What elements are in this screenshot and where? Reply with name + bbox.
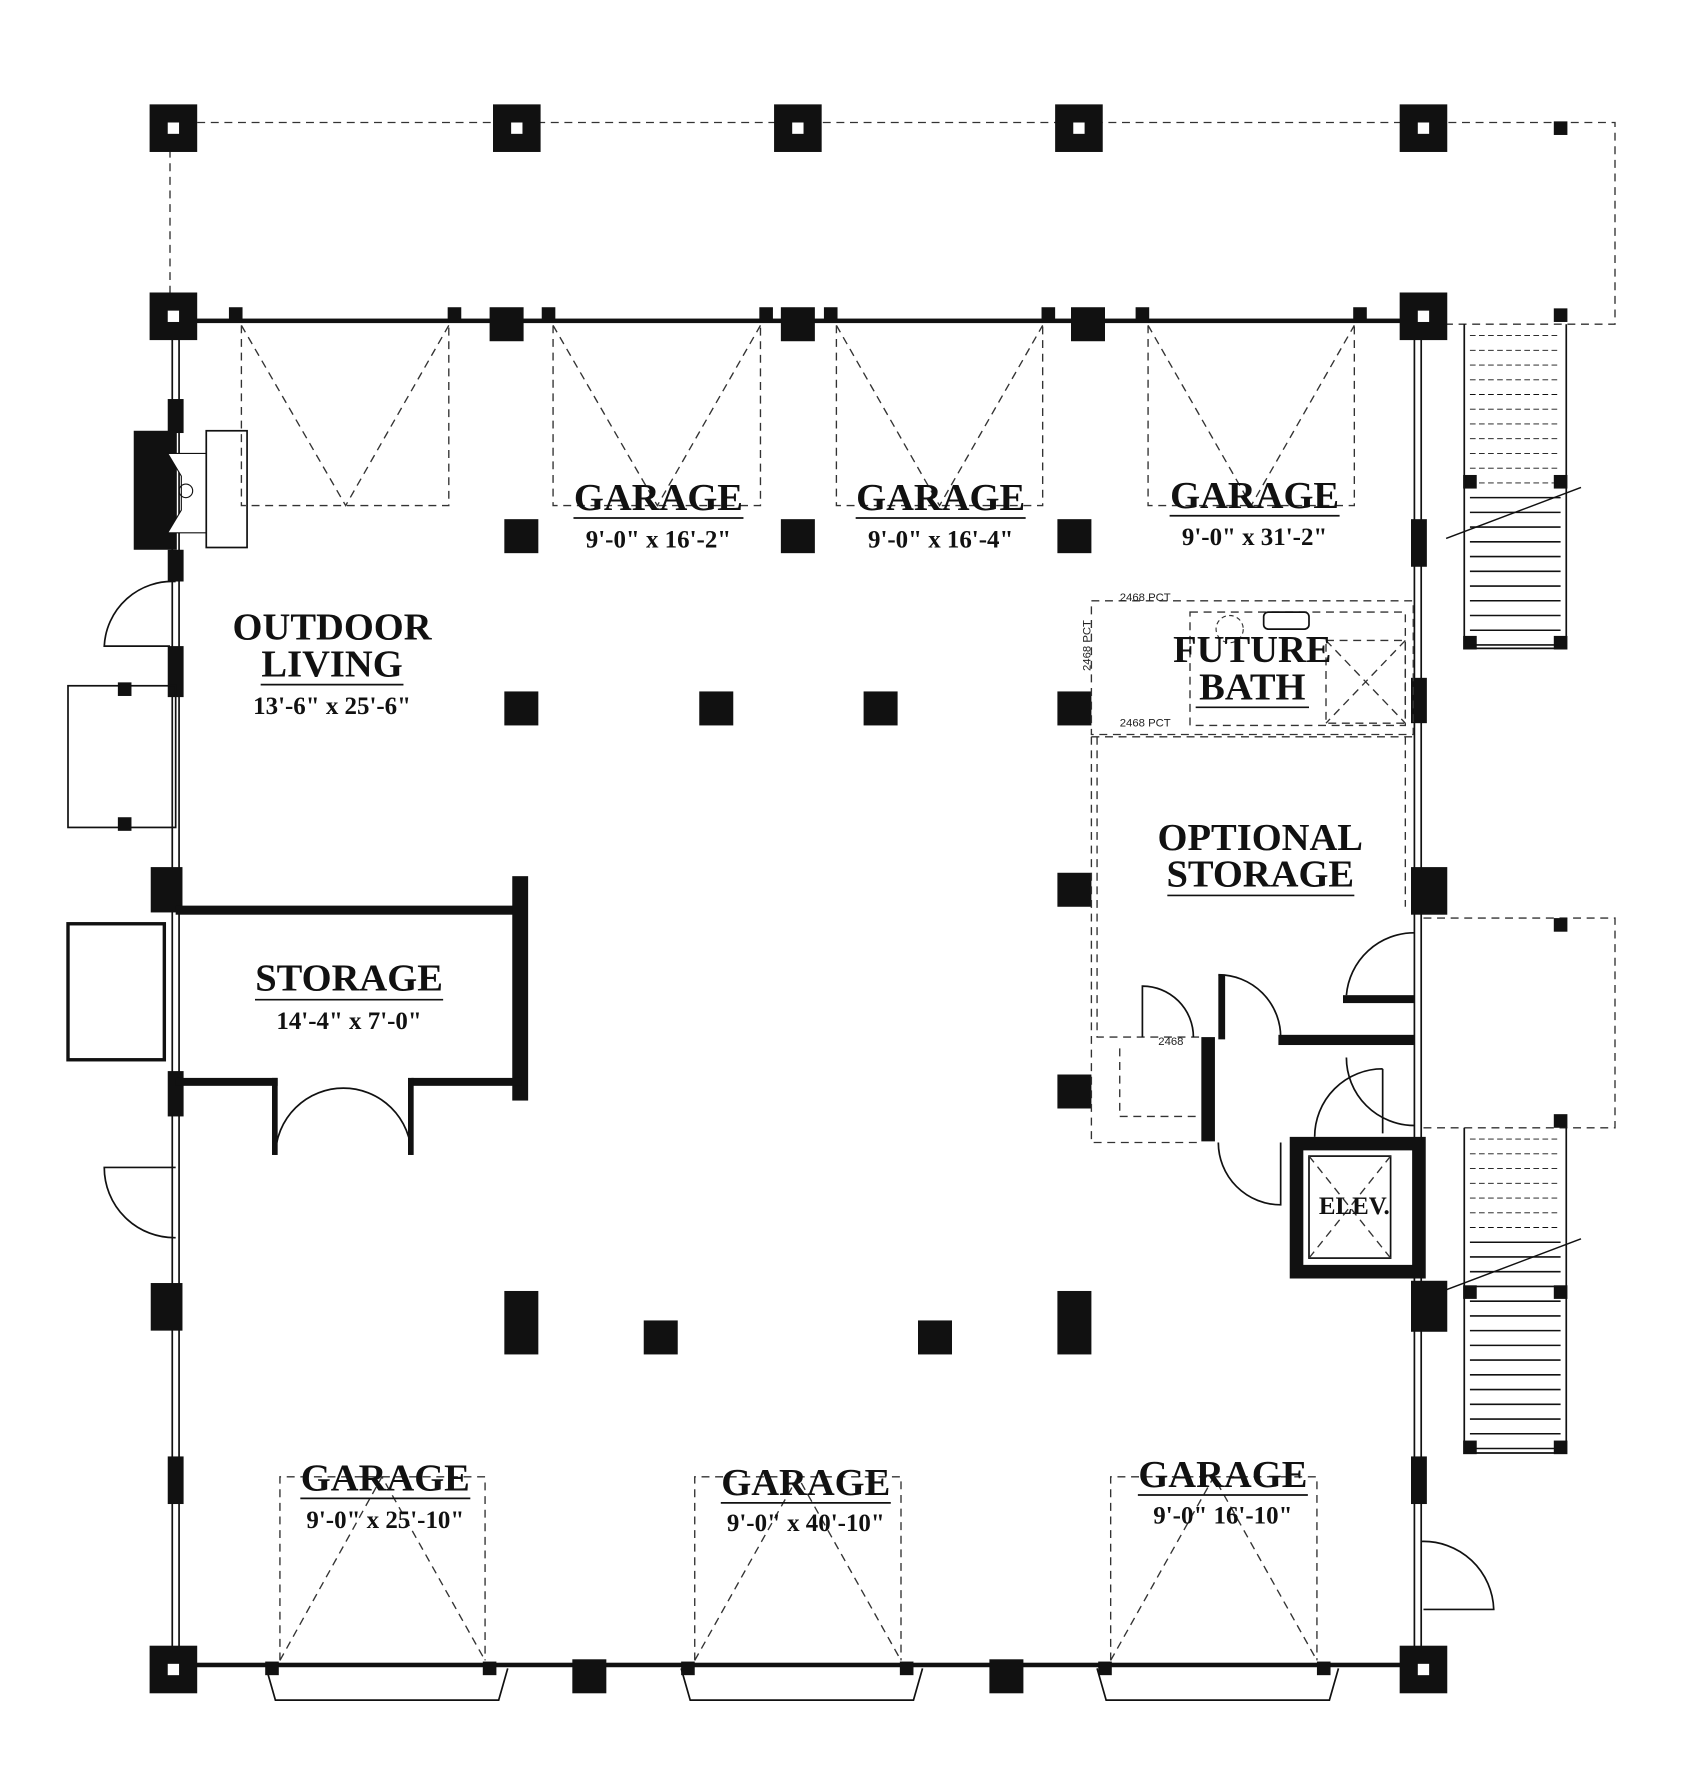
garage-bottom-1-label: GARAGE xyxy=(301,1457,470,1499)
post xyxy=(1553,474,1568,489)
column xyxy=(504,691,539,726)
post xyxy=(1463,474,1477,489)
garage-doors-top xyxy=(240,325,1356,507)
garage-top-2-size: 9'-0" x 16'-4" xyxy=(868,527,1013,554)
post xyxy=(1135,307,1150,321)
post xyxy=(482,1661,497,1676)
right-door[interactable] xyxy=(1421,1540,1495,1611)
elevator xyxy=(1289,1136,1426,1279)
post xyxy=(1553,1440,1568,1455)
left-door-2[interactable] xyxy=(103,1166,176,1239)
column xyxy=(1057,691,1092,726)
garage-top-3-label: GARAGE xyxy=(1170,475,1339,517)
column xyxy=(1071,307,1105,342)
column xyxy=(699,691,734,726)
column xyxy=(780,307,815,342)
elevator-label: ELEV. xyxy=(1319,1193,1390,1220)
post xyxy=(1463,1440,1477,1455)
bath-window-side-note: 2468 PCT xyxy=(1081,620,1093,671)
future-bath-label-1: FUTURE xyxy=(1173,629,1331,671)
post xyxy=(681,1661,695,1676)
column xyxy=(1057,872,1092,907)
bath-window-top-note: 2468 PCT xyxy=(1120,592,1171,604)
outdoor-living-label-1: OUTDOOR xyxy=(233,606,433,648)
post xyxy=(541,307,556,321)
column xyxy=(918,1320,952,1355)
garage-bottom-3-size: 9'-0" 16'-10" xyxy=(1153,1502,1292,1529)
garage-bottom-2-label: GARAGE xyxy=(721,1462,890,1504)
post xyxy=(1553,918,1568,932)
storage-walls xyxy=(175,876,529,1155)
post xyxy=(1553,308,1568,322)
storage-label: STORAGE xyxy=(255,958,443,1000)
post xyxy=(1098,1661,1112,1676)
column xyxy=(572,1659,607,1694)
room-labels: GARAGE 9'-0" x 16'-2" GARAGE 9'-0" x 16'… xyxy=(233,475,1390,1537)
column xyxy=(489,307,524,342)
post xyxy=(265,1661,279,1676)
optional-storage-label-2: STORAGE xyxy=(1166,853,1354,895)
future-bath-outline xyxy=(1090,600,1414,736)
optional-storage-label-1: OPTIONAL xyxy=(1158,817,1363,859)
post xyxy=(1041,307,1056,321)
post xyxy=(447,307,462,321)
post xyxy=(1553,635,1568,650)
column xyxy=(1057,519,1092,554)
post xyxy=(1353,307,1367,321)
column xyxy=(780,519,815,554)
porch-outline xyxy=(170,121,1616,325)
garage-top-1-label: GARAGE xyxy=(574,477,743,519)
optional-storage-outline xyxy=(1090,736,1414,1144)
left-bench xyxy=(67,684,177,829)
garage-bottom-1-size: 9'-0" x 25'-10" xyxy=(306,1507,464,1534)
fireplace xyxy=(166,429,248,549)
post xyxy=(1463,1285,1477,1299)
post xyxy=(823,307,838,321)
garage-top-2-label: GARAGE xyxy=(856,477,1025,519)
hall-walls xyxy=(1201,931,1415,1206)
future-bath-label-2: BATH xyxy=(1199,666,1305,708)
post xyxy=(1463,635,1477,650)
post xyxy=(1316,1661,1331,1676)
side-porch-outline xyxy=(1423,917,1616,1129)
post xyxy=(899,1661,914,1676)
column xyxy=(863,691,898,726)
post xyxy=(1553,121,1568,135)
stairs-bottom xyxy=(1445,1127,1582,1454)
column xyxy=(504,1290,539,1355)
post xyxy=(117,817,132,831)
closet-door-note: 2468 xyxy=(1158,1036,1183,1048)
post xyxy=(1553,1114,1568,1128)
garage-top-1-size: 9'-0" x 16'-2" xyxy=(586,527,731,554)
post xyxy=(117,682,132,696)
post xyxy=(1553,1285,1568,1299)
column xyxy=(1057,1290,1092,1355)
garage-bottom-3-label: GARAGE xyxy=(1138,1454,1307,1496)
stairs-top xyxy=(1445,324,1582,650)
garage-bottom-2-size: 9'-0" x 40'-10" xyxy=(727,1510,885,1537)
bath-window-bottom-note: 2468 PCT xyxy=(1120,718,1171,730)
column xyxy=(643,1320,678,1355)
column xyxy=(1057,1074,1092,1109)
post xyxy=(759,307,773,321)
columns xyxy=(117,104,1568,1694)
left-planter xyxy=(66,922,167,1062)
left-door-1[interactable] xyxy=(103,580,176,647)
storage-size: 14'-4" x 7'-0" xyxy=(276,1008,421,1035)
column xyxy=(989,1659,1024,1694)
column xyxy=(504,519,539,554)
outdoor-living-size: 13'-6" x 25'-6" xyxy=(253,693,411,720)
garage-top-3-size: 9'-0" x 31'-2" xyxy=(1182,524,1327,551)
outdoor-living-label-2: LIVING xyxy=(261,644,402,686)
post xyxy=(228,307,243,321)
garage-doors-bottom xyxy=(265,1475,1340,1701)
